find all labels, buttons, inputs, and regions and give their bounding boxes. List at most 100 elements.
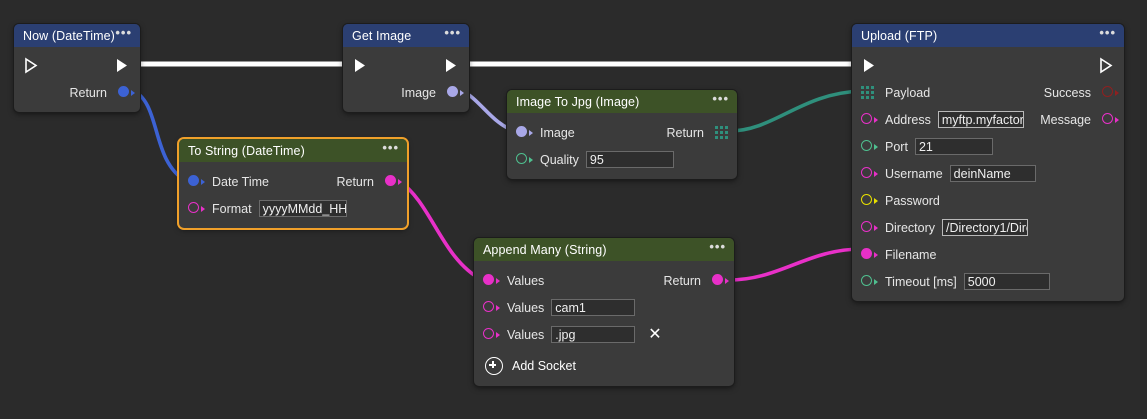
- node-header[interactable]: Get Image •••: [343, 24, 469, 47]
- output-pin-return[interactable]: Return: [325, 168, 402, 195]
- socket-message[interactable]: [1102, 113, 1119, 126]
- pin-label: Format: [212, 201, 252, 216]
- node-body: Image Return Quality 95: [507, 113, 737, 179]
- node-menu-icon[interactable]: •••: [444, 24, 461, 40]
- pin-label: Return: [666, 125, 704, 140]
- values-2-input[interactable]: .jpg: [551, 326, 636, 343]
- pin-row: Values .jpg ✕: [474, 321, 734, 348]
- node-header[interactable]: Append Many (String) •••: [474, 238, 734, 261]
- node-header[interactable]: Upload (FTP) •••: [852, 24, 1124, 47]
- pin-label: Values: [507, 327, 545, 342]
- socket-values-1[interactable]: [483, 301, 500, 314]
- exec-in-triangle-icon[interactable]: [862, 57, 877, 74]
- pin-label: Values: [507, 300, 545, 315]
- pin-row: Payload Success: [852, 79, 1124, 106]
- socket-payload-array[interactable]: [861, 86, 874, 99]
- socket-port[interactable]: [861, 140, 878, 153]
- pin-row: Address myftp.myfactory.com Message: [852, 106, 1124, 133]
- socket-success[interactable]: [1102, 86, 1119, 99]
- socket-format[interactable]: [188, 202, 205, 215]
- pin-row: Timeout [ms] 5000: [852, 268, 1124, 295]
- output-pin-return[interactable]: Return: [655, 119, 728, 146]
- exec-out-triangle-icon[interactable]: [1099, 57, 1114, 74]
- socket-address[interactable]: [861, 113, 878, 126]
- node-image-to-jpg[interactable]: Image To Jpg (Image) ••• Image Return: [507, 90, 737, 179]
- pin-label: Filename: [885, 247, 937, 262]
- pin-row: Directory /Directory1/Directory2: [852, 214, 1124, 241]
- node-body: Return: [14, 47, 140, 112]
- pin-label: Return: [69, 85, 107, 100]
- socket-password[interactable]: [861, 194, 878, 207]
- node-menu-icon[interactable]: •••: [709, 238, 726, 254]
- pin-label: Return: [663, 273, 701, 288]
- pin-label: Return: [336, 174, 374, 189]
- output-pin-return[interactable]: Return: [652, 267, 729, 294]
- exec-row: [852, 51, 1124, 79]
- pin-label: Username: [885, 166, 943, 181]
- pin-label: Image: [401, 85, 436, 100]
- node-title: Now (DateTime): [23, 28, 115, 43]
- pin-row: Values Return: [474, 267, 734, 294]
- node-now-datetime[interactable]: Now (DateTime) ••• Return: [14, 24, 140, 112]
- plus-circle-icon: [485, 357, 503, 375]
- port-input[interactable]: 21: [914, 138, 993, 155]
- socket-image[interactable]: [516, 126, 533, 139]
- wire-tostring-return-to-appendmany-values: [397, 179, 484, 282]
- node-to-string-datetime[interactable]: To String (DateTime) ••• Date Time Retur…: [179, 139, 407, 228]
- exec-row: [343, 51, 469, 79]
- socket-quality[interactable]: [516, 153, 533, 166]
- pin-row: Image Return: [507, 119, 737, 146]
- remove-socket-icon[interactable]: ✕: [648, 325, 662, 343]
- node-header[interactable]: To String (DateTime) •••: [179, 139, 407, 162]
- values-1-input[interactable]: cam1: [551, 299, 636, 316]
- exec-out-triangle-icon[interactable]: [115, 57, 130, 74]
- node-body: Image: [343, 47, 469, 112]
- username-input[interactable]: deinName: [949, 165, 1036, 182]
- exec-in-triangle-icon[interactable]: [353, 57, 368, 74]
- socket-return-array[interactable]: [715, 126, 728, 139]
- directory-input[interactable]: /Directory1/Directory2: [942, 219, 1029, 236]
- wire-imagetojpg-return-to-upload-payload: [727, 89, 864, 133]
- output-pin-return[interactable]: Return: [69, 79, 135, 106]
- format-input[interactable]: yyyyMMdd_HH: [258, 200, 347, 217]
- node-header[interactable]: Image To Jpg (Image) •••: [507, 90, 737, 113]
- socket-image[interactable]: [447, 86, 464, 99]
- socket-directory[interactable]: [861, 221, 878, 234]
- pin-label: Message: [1040, 112, 1091, 127]
- socket-date-time[interactable]: [188, 175, 205, 188]
- node-title: Image To Jpg (Image): [516, 94, 640, 109]
- pin-label: Date Time: [212, 174, 269, 189]
- socket-username[interactable]: [861, 167, 878, 180]
- pin-label: Payload: [885, 85, 931, 100]
- node-body: Date Time Return Format yyyyMMdd_HH: [179, 162, 407, 228]
- node-title: Get Image: [352, 28, 412, 43]
- pin-row: Image: [343, 79, 469, 106]
- pin-label: Success: [1043, 85, 1091, 100]
- socket-timeout[interactable]: [861, 275, 878, 288]
- node-menu-icon[interactable]: •••: [712, 90, 729, 106]
- exec-out-triangle-icon[interactable]: [444, 57, 459, 74]
- node-upload-ftp[interactable]: Upload (FTP) ••• Payload Success: [852, 24, 1124, 301]
- node-append-many-string[interactable]: Append Many (String) ••• Values Return: [474, 238, 734, 386]
- output-pin-success[interactable]: Success: [1033, 79, 1119, 106]
- socket-return[interactable]: [712, 274, 729, 287]
- add-socket-label: Add Socket: [512, 359, 576, 373]
- exec-in-triangle-icon[interactable]: [24, 57, 39, 74]
- node-menu-icon[interactable]: •••: [382, 139, 399, 155]
- node-header[interactable]: Now (DateTime) •••: [14, 24, 140, 47]
- address-input[interactable]: myftp.myfactory.com: [937, 111, 1024, 128]
- socket-return[interactable]: [385, 175, 402, 188]
- socket-filename[interactable]: [861, 248, 878, 261]
- output-pin-message[interactable]: Message: [1029, 106, 1119, 133]
- socket-values-0[interactable]: [483, 274, 500, 287]
- add-socket-button[interactable]: Add Socket: [474, 352, 734, 380]
- quality-input[interactable]: 95: [585, 151, 674, 168]
- socket-return[interactable]: [118, 86, 135, 99]
- output-pin-image[interactable]: Image: [401, 79, 464, 106]
- node-menu-icon[interactable]: •••: [1099, 24, 1116, 40]
- timeout-input[interactable]: 5000: [963, 273, 1050, 290]
- node-menu-icon[interactable]: •••: [115, 24, 132, 40]
- socket-values-2[interactable]: [483, 328, 500, 341]
- node-get-image[interactable]: Get Image ••• Image: [343, 24, 469, 112]
